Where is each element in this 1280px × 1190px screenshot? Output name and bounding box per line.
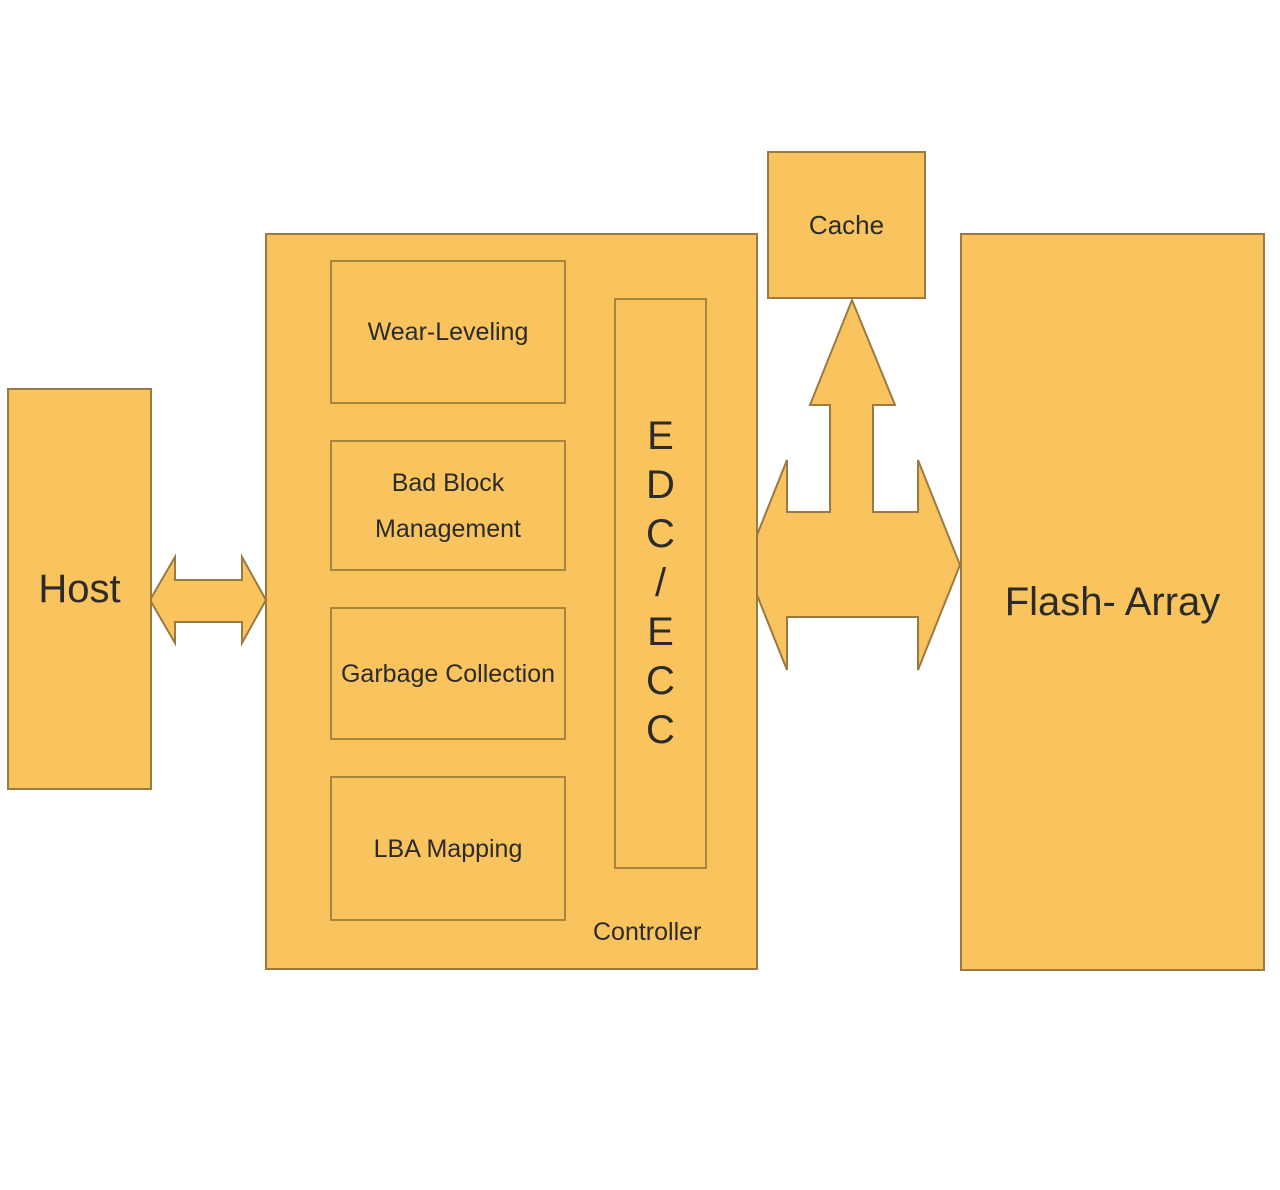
edc-ecc-letter: C xyxy=(646,512,675,556)
flash-array-label: Flash- Array xyxy=(1004,579,1221,624)
edc-ecc-letter: C xyxy=(646,708,675,752)
controller-label: Controller xyxy=(593,918,702,946)
edc-ecc-letter: E xyxy=(647,414,674,458)
module-wear-leveling: Wear-Leveling xyxy=(330,260,566,404)
host-node: Host xyxy=(7,388,152,790)
module-label: LBA Mapping xyxy=(373,834,523,863)
controller-node: Wear-Leveling Bad Block Management Garba… xyxy=(265,233,758,970)
module-garbage-collection: Garbage Collection xyxy=(330,607,566,740)
cache-label: Cache xyxy=(808,209,885,240)
edc-ecc-letter: / xyxy=(654,561,667,605)
cache-node: Cache xyxy=(767,151,926,299)
module-label: Bad Block Management xyxy=(375,468,521,543)
module-label: Garbage Collection xyxy=(340,659,555,688)
edc-ecc-block: E D C / E C C xyxy=(614,298,707,869)
host-label: Host xyxy=(38,566,121,611)
edc-ecc-letter: C xyxy=(646,659,675,703)
edc-ecc-letter: D xyxy=(646,463,675,507)
module-bad-block-management: Bad Block Management xyxy=(330,440,566,571)
module-lba-mapping: LBA Mapping xyxy=(330,776,566,921)
flash-array-node: Flash- Array xyxy=(960,233,1265,971)
host-controller-arrow xyxy=(148,553,268,647)
module-label: Wear-Leveling xyxy=(367,318,529,346)
controller-flash-cache-arrow xyxy=(743,297,962,671)
edc-ecc-letter: E xyxy=(647,610,674,654)
